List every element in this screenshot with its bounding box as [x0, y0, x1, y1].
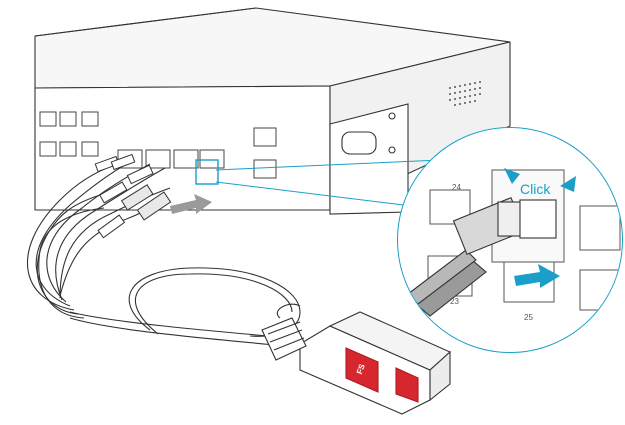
vent-holes: [449, 81, 481, 106]
rj45-port-grid: [39, 111, 277, 179]
magnified-panel: [398, 128, 622, 352]
port-label-upper: 24: [452, 183, 461, 192]
insert-arrow-icon: [170, 194, 212, 214]
brand-logo-text: FS: [355, 362, 367, 375]
rack-mount-ear: [329, 103, 409, 215]
lc-connectors: [94, 153, 172, 239]
port-label-lower-left: 23: [450, 297, 459, 306]
magnified-insert-arrow-icon: [514, 264, 560, 288]
click-label: Click: [520, 181, 551, 197]
click-arrow-right-icon: [560, 176, 576, 192]
port-label-lower-right: 25: [524, 313, 533, 322]
qsfp-transceiver: [261, 303, 451, 415]
click-arrow-left-icon: [504, 168, 520, 184]
